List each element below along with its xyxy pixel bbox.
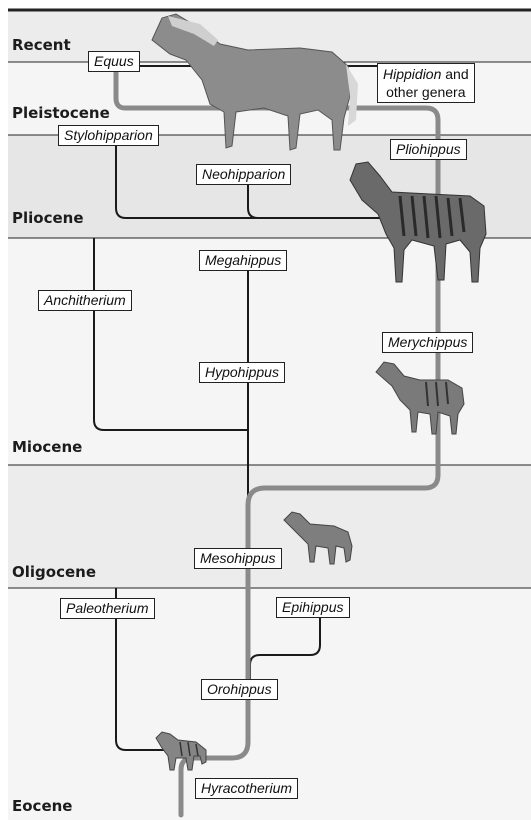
period-oligocene: Oligocene xyxy=(12,563,96,581)
merychippus-body xyxy=(376,362,464,434)
genus-orohippus: Orohippus xyxy=(201,679,278,700)
genus-hippidion: Hippidion xyxy=(383,66,441,82)
genus-hypohippus: Hypohippus xyxy=(199,362,285,383)
mesohippus-body xyxy=(284,512,352,564)
genus-anchitherium: Anchitherium xyxy=(38,290,132,311)
branch-neohipparion xyxy=(248,184,258,218)
period-eocene: Eocene xyxy=(12,797,72,815)
genus-other-genera: other genera xyxy=(383,83,469,101)
genus-stylohipparion: Stylohipparion xyxy=(58,125,159,146)
equus-body xyxy=(152,14,350,150)
equus-horse-illustration xyxy=(152,14,358,150)
genus-epihippus: Epihippus xyxy=(276,597,350,618)
period-recent: Recent xyxy=(12,36,71,54)
period-miocene: Miocene xyxy=(12,438,82,456)
genus-hippidion-suffix: and xyxy=(441,66,468,82)
merychippus-horse-illustration xyxy=(376,362,464,434)
genus-megahippus: Megahippus xyxy=(199,250,287,271)
genus-merychippus: Merychippus xyxy=(382,332,473,353)
genus-hippidion-and-other-genera: Hippidion and other genera xyxy=(377,63,475,103)
period-pleistocene: Pleistocene xyxy=(12,104,110,122)
period-pliocene: Pliocene xyxy=(12,209,84,227)
branch-epihippus xyxy=(250,615,320,680)
genus-mesohippus: Mesohippus xyxy=(194,548,282,569)
genus-paleotherium: Paleotherium xyxy=(60,598,155,619)
genus-pliohippus: Pliohippus xyxy=(390,139,467,160)
mesohippus-horse-illustration xyxy=(284,512,352,564)
pliohippus-horse-illustration xyxy=(350,162,486,282)
genus-equus: Equus xyxy=(88,51,140,72)
pliohippus-body xyxy=(350,162,486,282)
genus-hyracotherium: Hyracotherium xyxy=(195,778,298,799)
genus-neohipparion: Neohipparion xyxy=(196,164,291,185)
